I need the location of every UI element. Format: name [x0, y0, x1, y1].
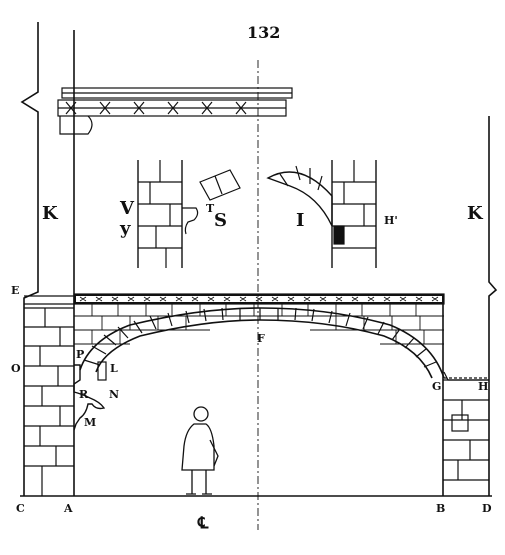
label-k-right: K [467, 203, 484, 224]
label-h-prime: H' [384, 214, 398, 227]
label-i-prime: I' [336, 234, 345, 247]
page-number: 132 [247, 23, 280, 42]
detail-sketch-left [137, 160, 241, 268]
labels: 132 K K E O P L R N M F G H C A B D V y … [11, 23, 492, 532]
axis-symbol: ℄ [197, 513, 209, 532]
upper-cornice [57, 87, 293, 135]
lintel-band [24, 293, 445, 305]
label-g: G [432, 380, 441, 393]
label-t: T [206, 202, 215, 215]
label-i: I [296, 210, 304, 231]
arch-voussoirs [79, 307, 445, 379]
label-s: S [214, 210, 227, 231]
label-o: O [11, 362, 21, 375]
label-l: L [110, 362, 118, 375]
label-v: V [119, 198, 135, 219]
detail-sketch-right [266, 160, 377, 268]
left-impost-profile [73, 361, 107, 431]
label-n: N [109, 388, 119, 401]
label-f: F [257, 332, 265, 345]
label-c: C [16, 502, 25, 515]
label-b: B [436, 502, 445, 515]
label-r: R [79, 388, 89, 401]
human-scale-figure [181, 406, 219, 495]
label-p: P [76, 348, 84, 361]
label-h: H [478, 380, 488, 393]
right-impost [443, 371, 489, 381]
label-y: y [119, 218, 131, 239]
label-d: D [482, 502, 492, 515]
right-pier [442, 116, 498, 496]
label-a: A [63, 502, 73, 515]
label-k-left: K [42, 203, 59, 224]
label-m: M [84, 416, 96, 429]
label-e: E [11, 284, 19, 297]
